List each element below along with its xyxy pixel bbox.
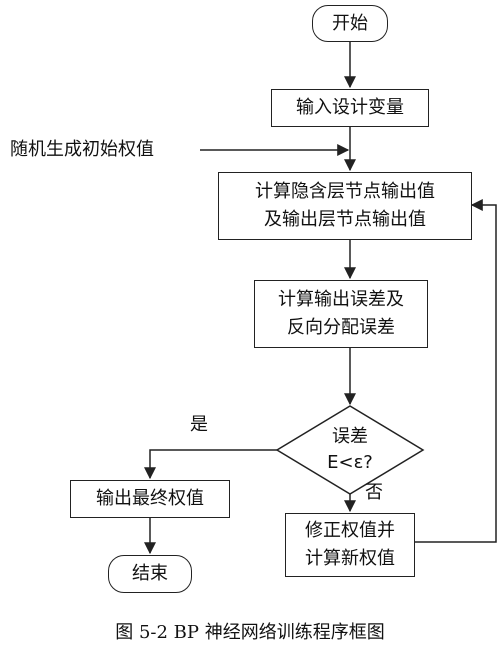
compute-error-line2: 反向分配误差 [287, 317, 395, 338]
decision-line1: 误差 [332, 426, 368, 447]
compute-error-line1: 计算输出误差及 [278, 289, 404, 310]
start-label: 开始 [332, 12, 368, 34]
arrow-yes-branch [144, 449, 277, 480]
input-design-variables-label: 输入设计变量 [296, 97, 404, 118]
modify-weights-line1: 修正权值并 [305, 520, 395, 541]
arrow-feedback-loop [415, 199, 497, 543]
modify-weights-box: 修正权值并 计算新权值 [285, 513, 415, 577]
compute-node-outputs-box: 计算隐含层节点输出值 及输出层节点输出值 [218, 172, 472, 240]
compute-node-outputs-line2: 及输出层节点输出值 [264, 209, 426, 230]
output-final-weights-box: 输出最终权值 [70, 480, 230, 518]
compute-node-outputs-line1: 计算隐含层节点输出值 [255, 181, 435, 202]
decision-text: 误差 E<ε? [300, 420, 400, 480]
decision-line2: E<ε? [327, 452, 373, 473]
yes-label: 是 [190, 414, 208, 435]
figure-caption: 图 5-2 BP 神经网络训练程序框图 [115, 622, 385, 643]
start-terminal: 开始 [312, 5, 388, 42]
random-init-weights-label-box: 随机生成初始权值 [10, 135, 200, 165]
input-design-variables-box: 输入设计变量 [271, 89, 429, 127]
compute-error-box: 计算输出误差及 反向分配误差 [254, 280, 428, 348]
modify-weights-line2: 计算新权值 [305, 548, 395, 569]
random-init-weights-label: 随机生成初始权值 [10, 139, 154, 160]
end-label: 结束 [132, 563, 168, 584]
no-label: 否 [365, 482, 383, 503]
end-terminal: 结束 [108, 555, 192, 593]
output-final-weights-label: 输出最终权值 [96, 488, 204, 509]
